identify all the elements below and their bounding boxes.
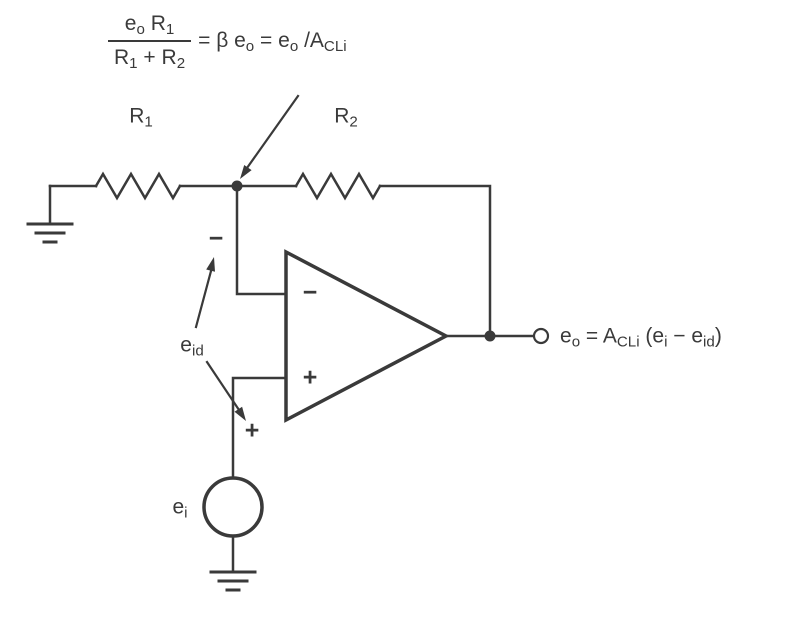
output-terminal-icon [532,327,550,345]
left-ground-icon [26,222,74,244]
junction-dot-output-node [484,330,496,342]
r2-label: R2 [334,104,358,131]
formula-numerator: eo R1 [124,12,175,39]
minus-polarity-marker: − [208,224,224,253]
bottom-ground-icon [209,570,257,592]
wire-feedback [378,184,492,338]
opamp-noninverting-input-sign: + [302,363,318,392]
formula-rhs: = β eo = eo /ACLi [198,29,347,56]
eid-upper-arrow-line [194,269,213,329]
r1-label: R1 [129,104,153,131]
resistor-r1 [94,171,182,201]
formula-arrowhead [240,165,252,179]
ei-source-label: ei [172,495,188,522]
resistor-r2 [294,171,382,201]
opamp-inverting-input-sign: − [302,278,318,307]
source-ei-circle [202,476,264,538]
formula-fraction: eo R1 R1 + R2 [108,10,192,73]
plus-polarity-marker: + [244,416,260,445]
eid-lower-arrow-line [205,360,241,412]
fraction-bar [108,40,192,42]
wire-inverting-input [235,184,288,296]
eid-lower-arrowhead [234,406,246,421]
feedback-formula: eo R1 R1 + R2 = β eo = eo /ACLi [108,10,347,72]
wire-noninverting-input [231,376,288,480]
output-equation-label: eo = ACLi (ei − eid) [560,324,722,351]
formula-arrow-line [245,94,300,170]
opamp-triangle [284,249,450,423]
junction-dot-feedback-node [231,180,243,192]
formula-denominator: R1 + R2 [114,46,186,73]
eid-upper-arrowhead [206,257,215,272]
eid-label: eid [180,333,204,360]
